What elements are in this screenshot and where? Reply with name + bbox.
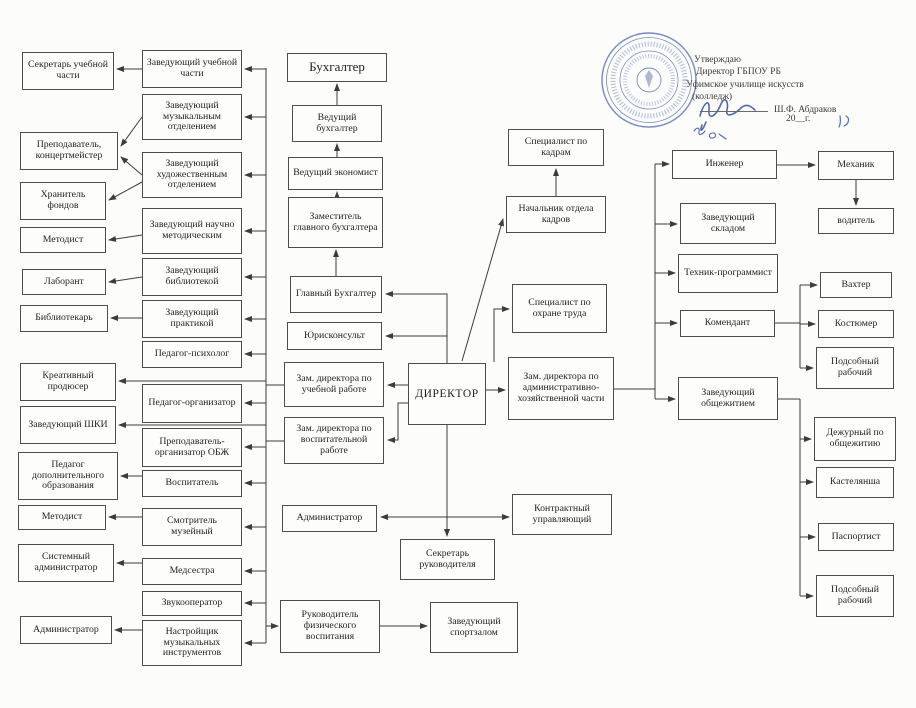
- org-node-commandant: Комендант: [680, 310, 775, 337]
- org-node-hr-specialist: Специалист по кадрам: [508, 129, 604, 166]
- org-node-museum-keeper: Смотритель музейный: [142, 508, 242, 546]
- org-node-creative-producer: Креативный продюсер: [20, 363, 116, 401]
- org-node-obzh-teacher-organizer: Преподаватель-организатор ОБЖ: [142, 428, 242, 467]
- org-node-administrator-2: Администратор: [282, 505, 377, 532]
- org-node-pedagogue-psychologist: Педагог-психолог: [142, 341, 242, 368]
- org-node-sound-operator: Звукооператор: [142, 591, 242, 616]
- org-node-lab-assistant: Лаборант: [22, 269, 106, 295]
- org-node-costumer: Костюмер: [818, 310, 894, 338]
- org-node-director: ДИРЕКТОР: [408, 363, 486, 425]
- org-node-labor-safety-specialist: Специалист по охране труда: [512, 284, 607, 333]
- connector-group-col2-bus: [244, 66, 284, 646]
- approval-line: Уфимское училище искусств: [686, 79, 804, 90]
- org-node-contract-manager: Контрактный управляющий: [512, 494, 612, 535]
- signature-line: [700, 102, 768, 112]
- org-node-chief-accountant: Главный Бухгалтер: [290, 276, 382, 313]
- org-node-shki-head: Заведующий ШКИ: [20, 406, 116, 444]
- org-node-pedagogue-organizer: Педагог-организатор: [142, 384, 242, 423]
- org-node-head-scientific-methodical: Заведующий научно методическим: [142, 208, 242, 254]
- org-node-deputy-chief-accountant: Заместитель главного бухгалтера: [288, 197, 383, 248]
- org-node-administrator-1: Администратор: [20, 616, 112, 644]
- org-node-nurse: Медсестра: [142, 558, 242, 585]
- approval-line: Утверждаю: [694, 55, 741, 65]
- org-node-accountant: Бухгалтер: [287, 53, 387, 82]
- approver-name: Ш.Ф. Абдраков: [774, 105, 837, 115]
- org-node-head-art-dept: Заведующий художественным отделением: [142, 152, 242, 198]
- org-node-linen-keeper: Кастелянша: [816, 467, 894, 498]
- org-node-handyman-1: Подсобный рабочий: [816, 347, 894, 389]
- org-node-director-secretary: Секретарь руководителя: [400, 539, 495, 580]
- org-node-technician-programmer: Техник-программист: [678, 254, 778, 293]
- org-node-head-study-dept: Заведующий учебной части: [142, 50, 242, 88]
- org-node-watchman: Вахтер: [820, 272, 892, 298]
- org-node-lead-economist: Ведущий экономист: [288, 157, 383, 190]
- org-node-warehouse-head: Заведующий складом: [680, 203, 776, 244]
- approval-line: Директор ГБПОУ РБ: [696, 67, 781, 78]
- org-node-deputy-director-admin: Зам. директора по административно-хозяйс…: [508, 357, 614, 420]
- org-node-deputy-director-education: Зам. директора по воспитательной работе: [284, 417, 384, 464]
- approval-block: Утверждаю Директор ГБПОУ РБ Уфимское учи…: [686, 54, 912, 104]
- org-node-head-library: Заведующий библиотекой: [142, 258, 242, 296]
- org-node-fund-keeper: Хранитель фондов: [20, 182, 106, 220]
- org-node-system-administrator: Системный администратор: [18, 544, 114, 582]
- approval-date: 20__г.: [786, 114, 811, 124]
- org-node-methodist-1: Методист: [20, 227, 106, 253]
- org-node-secretary-study-office: Секретарь учебной части: [22, 52, 114, 90]
- org-node-legal-counsel: Юрисконсульт: [287, 322, 382, 350]
- org-node-teacher-concertmaster: Преподаватель, концертмейстер: [20, 132, 118, 170]
- approval-line: (колледж): [692, 92, 733, 103]
- org-node-lead-accountant: Ведущий бухгалтер: [292, 105, 382, 142]
- org-node-deputy-director-study: Зам. директора по учебной работе: [284, 362, 384, 407]
- org-node-mechanic: Механик: [818, 151, 894, 180]
- org-node-head-physical-education: Руководитель физического воспитания: [280, 600, 380, 653]
- org-node-handyman-2: Подсобный рабочий: [816, 575, 894, 617]
- org-node-extra-education-teacher: Педагог дополнительного образования: [18, 452, 118, 500]
- org-node-librarian: Библиотекарь: [20, 305, 108, 332]
- org-node-head-practice: Заведующий практикой: [142, 300, 242, 338]
- org-node-dormitory-duty: Дежурный по общежитию: [814, 417, 896, 461]
- org-node-instrument-tuner: Настройщик музыкальных инструментов: [142, 620, 242, 666]
- org-node-gym-head: Заведующий спортзалом: [430, 602, 518, 653]
- org-node-methodist-2: Методист: [18, 505, 106, 530]
- org-node-head-music-dept: Заведующий музыкальным отделением: [142, 94, 242, 140]
- org-node-driver: водитель: [818, 208, 894, 234]
- org-node-dormitory-head: Заведующий общежитием: [678, 377, 778, 420]
- org-node-engineer: Инженер: [672, 150, 777, 179]
- org-node-educator: Воспитатель: [142, 470, 242, 497]
- official-seal: [601, 32, 697, 128]
- signature-row: Ш.Ф. Абдраков: [700, 102, 836, 115]
- org-node-hr-department-head: Начальник отдела кадров: [506, 196, 606, 233]
- org-node-passport-officer: Паспортист: [818, 523, 894, 551]
